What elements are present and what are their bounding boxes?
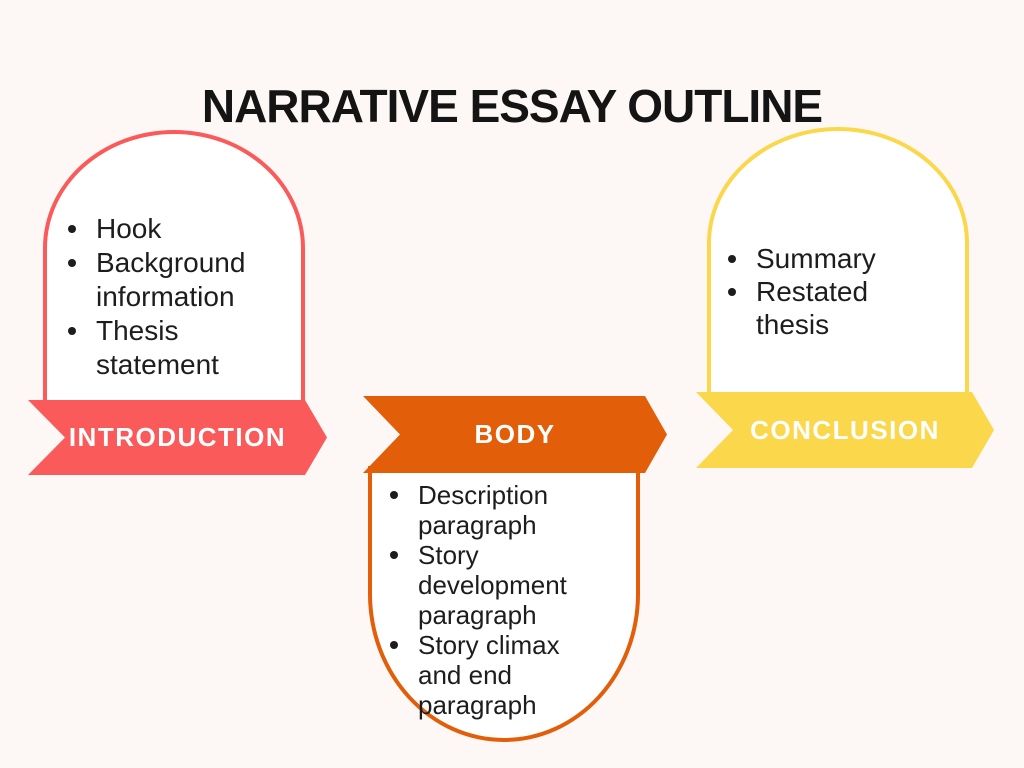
bullet-dot-icon xyxy=(728,255,736,263)
body-banner: BODY xyxy=(363,396,667,473)
introduction-card xyxy=(43,130,305,408)
bullet-item: Thesis statement xyxy=(68,314,264,382)
bullet-text: Restated thesis xyxy=(756,276,869,340)
bullet-text: Summary xyxy=(756,243,876,274)
bullet-item: Description paragraph xyxy=(390,480,586,540)
bullet-item: Story climax and end paragraph xyxy=(390,630,586,720)
body-card xyxy=(368,466,640,742)
conclusion-bullet-list: Summary Restated thesis xyxy=(728,242,924,341)
bullet-item: Hook xyxy=(68,212,264,246)
introduction-bullet-list: Hook Background information Thesis state… xyxy=(68,212,264,382)
bullet-item: Restated thesis xyxy=(728,275,924,341)
bullet-dot-icon xyxy=(68,259,76,267)
conclusion-banner: CONCLUSION xyxy=(696,392,994,468)
bullet-dot-icon xyxy=(68,225,76,233)
introduction-banner-label: INTRODUCTION xyxy=(68,422,287,452)
body-bullet-list: Description paragraph Story development … xyxy=(390,480,586,720)
introduction-banner: INTRODUCTION xyxy=(28,400,327,475)
body-banner-label: BODY xyxy=(474,419,556,449)
bullet-item: Story development paragraph xyxy=(390,540,586,630)
conclusion-banner-label: CONCLUSION xyxy=(750,414,940,445)
bullet-dot-icon xyxy=(390,551,398,559)
bullet-dot-icon xyxy=(728,288,736,296)
bullet-text: Story climax and end paragraph xyxy=(418,630,560,720)
bullet-text: Hook xyxy=(96,213,162,244)
bullet-dot-icon xyxy=(390,641,398,649)
bullet-text: Background information xyxy=(96,247,246,312)
bullet-dot-icon xyxy=(390,491,398,499)
bullet-item: Background information xyxy=(68,246,264,314)
bullet-text: Thesis statement xyxy=(96,315,219,380)
page-title: NARRATIVE ESSAY OUTLINE xyxy=(201,79,823,132)
bullet-dot-icon xyxy=(68,327,76,335)
bullet-item: Summary xyxy=(728,242,924,275)
bullet-text: Story development paragraph xyxy=(418,540,567,630)
bullet-text: Description paragraph xyxy=(418,480,549,540)
